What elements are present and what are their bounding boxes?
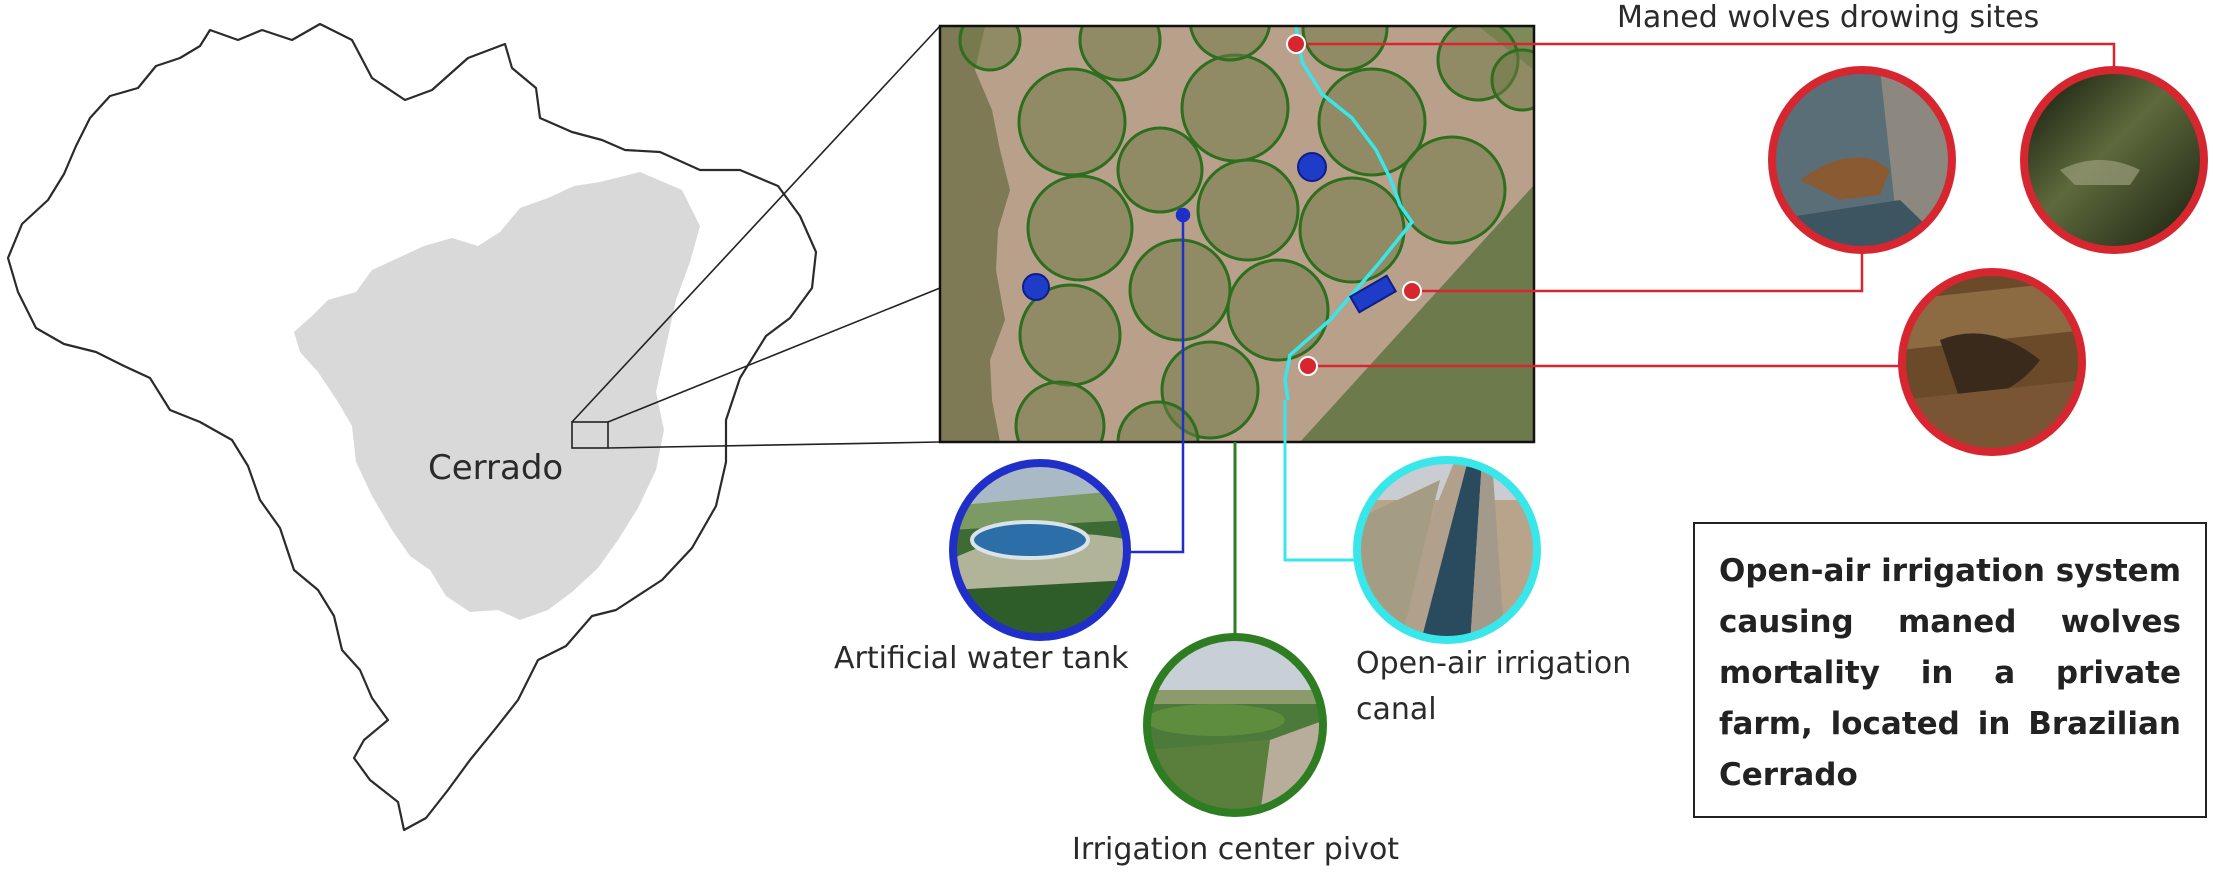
- drowning-site-connectors: [1296, 42, 2116, 368]
- water-tank-satellite-2: [1297, 152, 1327, 182]
- photo-drowning-site-1: [1768, 66, 1956, 254]
- canal-connector: [1283, 400, 1356, 562]
- native-vegetation-west: [940, 26, 1010, 442]
- drowning-site-marker-2: [1402, 281, 1422, 301]
- drowning-site-markers: [1286, 34, 1422, 376]
- photo-drowning-site-2: [2020, 66, 2208, 254]
- info-box-text: Open-air irrigation system causing maned…: [1719, 553, 2181, 793]
- study-area-marker: [571, 421, 609, 449]
- drowning-site-marker-3: [1298, 356, 1318, 376]
- info-box: Open-air irrigation system causing maned…: [1693, 522, 2207, 818]
- canal-path-satellite: [1283, 26, 1415, 401]
- brazil-map: [6, 22, 941, 832]
- zoom-line-bottom: [607, 441, 941, 449]
- water-tank-connector: [1128, 207, 1191, 554]
- cerrado-region: [294, 172, 700, 620]
- zoom-line-top: [571, 25, 941, 423]
- native-vegetation-east: [1300, 185, 1534, 442]
- photo-drowning-site-3: [1898, 268, 2086, 456]
- photo-irrigation-canal: [1353, 456, 1541, 644]
- drowning-sites-label: Maned wolves drowing sites: [1617, 0, 2040, 35]
- zoom-line-middle: [607, 287, 941, 423]
- photo-artificial-water-tank: [949, 459, 1131, 641]
- irrigation-canal-label: Open-air irrigation canal: [1356, 646, 1632, 727]
- water-tank-satellite-1: [1022, 273, 1050, 301]
- satellite-frame: [938, 24, 1536, 444]
- cerrado-label: Cerrado: [428, 448, 564, 488]
- water-tank-label: Artificial water tank: [834, 641, 1129, 676]
- center-pivot-label: Irrigation center pivot: [1072, 832, 1400, 867]
- satellite-inset: [938, 24, 1536, 444]
- drowning-site-marker-1: [1286, 34, 1306, 54]
- photo-center-pivot: [1143, 633, 1327, 817]
- water-tank-satellite-3: [1348, 274, 1398, 314]
- center-pivot-fields: [958, 26, 1534, 442]
